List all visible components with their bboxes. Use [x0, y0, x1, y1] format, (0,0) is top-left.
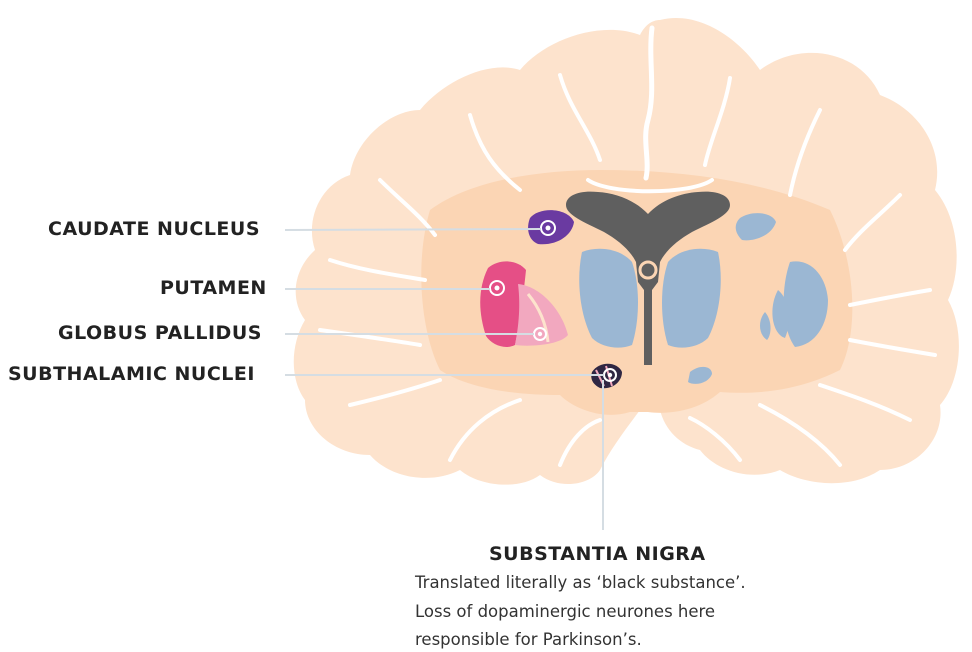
subthalamic-marker-dot [608, 373, 612, 377]
brain-outline [294, 18, 959, 485]
substantia-nigra-label: SUBSTANTIA NIGRA [489, 543, 706, 565]
description-line-2: Loss of dopaminergic neurones here [415, 602, 715, 621]
caudate-marker-dot [546, 226, 551, 231]
putamen-marker-dot [495, 286, 500, 291]
caudate-nucleus-label: CAUDATE NUCLEUS [48, 218, 260, 240]
subthalamic-nuclei-label: SUBTHALAMIC NUCLEI [8, 363, 255, 385]
globus-pallidus-marker-dot [538, 332, 542, 336]
caudate-leader-line [285, 229, 541, 230]
description-line-1: Translated literally as ‘black substance… [415, 573, 746, 592]
description-line-3: responsible for Parkinson’s. [415, 630, 642, 649]
globus-pallidus-label: GLOBUS PALLIDUS [58, 322, 262, 344]
putamen-label: PUTAMEN [160, 277, 267, 299]
